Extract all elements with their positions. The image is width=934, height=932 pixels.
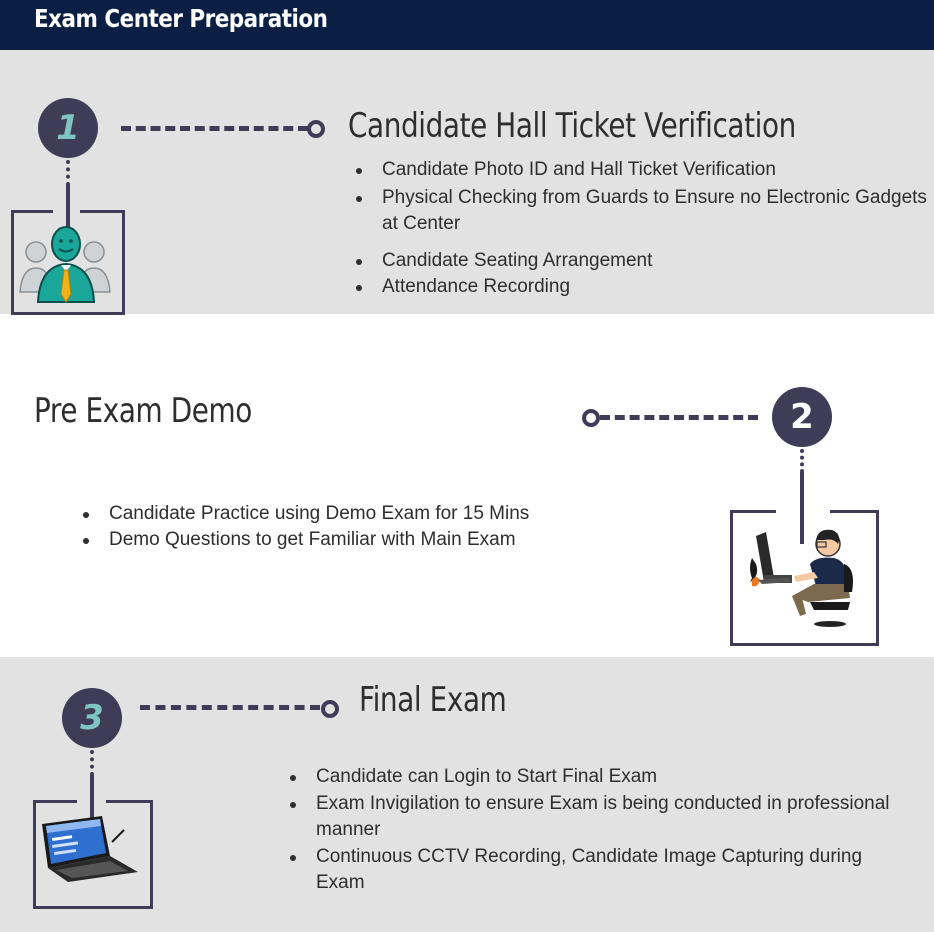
step-2-frame-top-right [830, 510, 876, 513]
step-2-bullet-list: Candidate Practice using Demo Exam for 1… [83, 501, 643, 553]
step-3-connector-end [321, 700, 339, 718]
step-2-drop-dots [800, 449, 804, 473]
step-3-connector [140, 705, 320, 710]
step-2-connector-end [582, 409, 600, 427]
step-1-number-badge: 1 [38, 98, 98, 158]
header-bar: Exam Center Preparation [0, 0, 934, 50]
step-3-band [0, 657, 934, 932]
step-1-title: Candidate Hall Ticket Verification [348, 106, 796, 146]
step-1-icon-frame [11, 210, 125, 315]
step-1-connector [121, 126, 308, 131]
list-item: Continuous CCTV Recording, Candidate Ima… [290, 844, 890, 896]
list-item: Exam Invigilation to ensure Exam is bein… [290, 791, 890, 843]
step-3-frame-top-right [106, 800, 150, 803]
list-item: Physical Checking from Guards to Ensure … [356, 185, 931, 237]
list-item: Candidate can Login to Start Final Exam [290, 764, 890, 790]
list-item: Attendance Recording [356, 274, 931, 300]
step-2-number-badge: 2 [772, 387, 832, 447]
step-2-title: Pre Exam Demo [34, 391, 252, 431]
computer-user-icon [750, 529, 853, 627]
step-2-drop-line [800, 472, 804, 544]
step-3-bullet-list: Candidate can Login to Start Final Exam … [290, 764, 890, 896]
step-3-number-badge: 3 [62, 688, 122, 748]
step-1-frame-top-left [11, 210, 53, 213]
list-item: Candidate Practice using Demo Exam for 1… [83, 501, 643, 527]
people-group-icon [19, 226, 111, 303]
step-2-frame-top-left [730, 510, 776, 513]
step-3-frame-top-left [33, 800, 77, 803]
step-1-frame-top-right [80, 210, 122, 213]
step-1-drop-dots [66, 160, 70, 186]
step-1-drop-line [66, 184, 70, 230]
step-1-bullet-list: Candidate Photo ID and Hall Ticket Verif… [356, 157, 931, 300]
step-2-connector [600, 415, 758, 420]
step-3-drop-line [90, 775, 94, 823]
step-2-icon-frame [730, 510, 879, 646]
step-1-band [0, 50, 934, 314]
list-item: Candidate Seating Arrangement [356, 248, 931, 274]
step-3-icon-frame [33, 800, 153, 909]
page-title: Exam Center Preparation [34, 4, 328, 33]
list-item: Candidate Photo ID and Hall Ticket Verif… [356, 157, 931, 183]
step-3-drop-dots [90, 750, 94, 776]
step-3-title: Final Exam [359, 680, 507, 720]
laptop-icon [42, 816, 138, 882]
list-item: Demo Questions to get Familiar with Main… [83, 527, 643, 553]
step-1-connector-end [307, 120, 325, 138]
